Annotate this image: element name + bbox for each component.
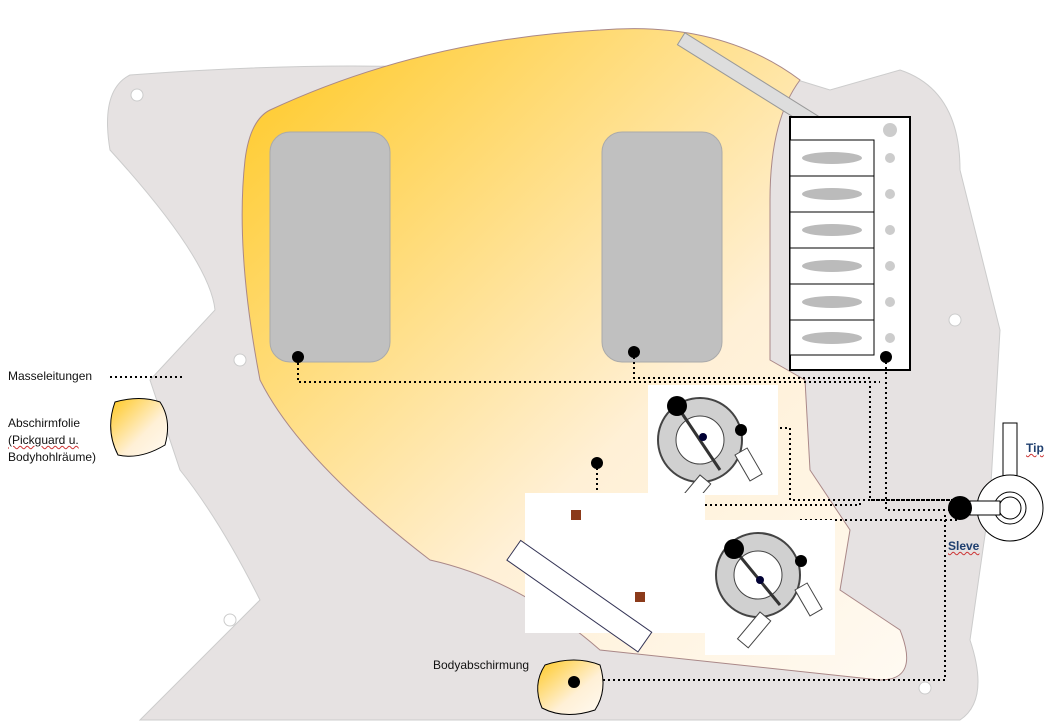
- body-shielding-label: Bodyabschirmung: [433, 658, 530, 672]
- legend-foil-label-1: Abschirmfolie: [8, 416, 81, 430]
- output-jack: [948, 422, 1044, 542]
- ground-point: [628, 346, 640, 358]
- selector-switch: [506, 493, 705, 653]
- neck-pickup: [269, 131, 391, 363]
- ground-point: [591, 457, 603, 469]
- bridge-pickup: [601, 131, 723, 363]
- legend-ground-wires-label: Masseleitungen: [8, 369, 93, 383]
- tip-label: Tip: [1026, 441, 1044, 455]
- tone-pot: [705, 520, 835, 655]
- ground-point: [880, 351, 892, 363]
- body-shielding-swatch: [537, 659, 604, 715]
- legend-foil-swatch: [110, 398, 169, 457]
- legend-foil-label-2: (Pickguard u.: [8, 433, 79, 447]
- legend-foil-label-3: Bodyhohlräume): [8, 450, 97, 464]
- shielding-foil: [241, 28, 908, 681]
- sleeve-label: Sleve: [948, 539, 980, 553]
- ground-point: [292, 351, 304, 363]
- bridge: [789, 116, 911, 371]
- volume-pot: [648, 385, 778, 512]
